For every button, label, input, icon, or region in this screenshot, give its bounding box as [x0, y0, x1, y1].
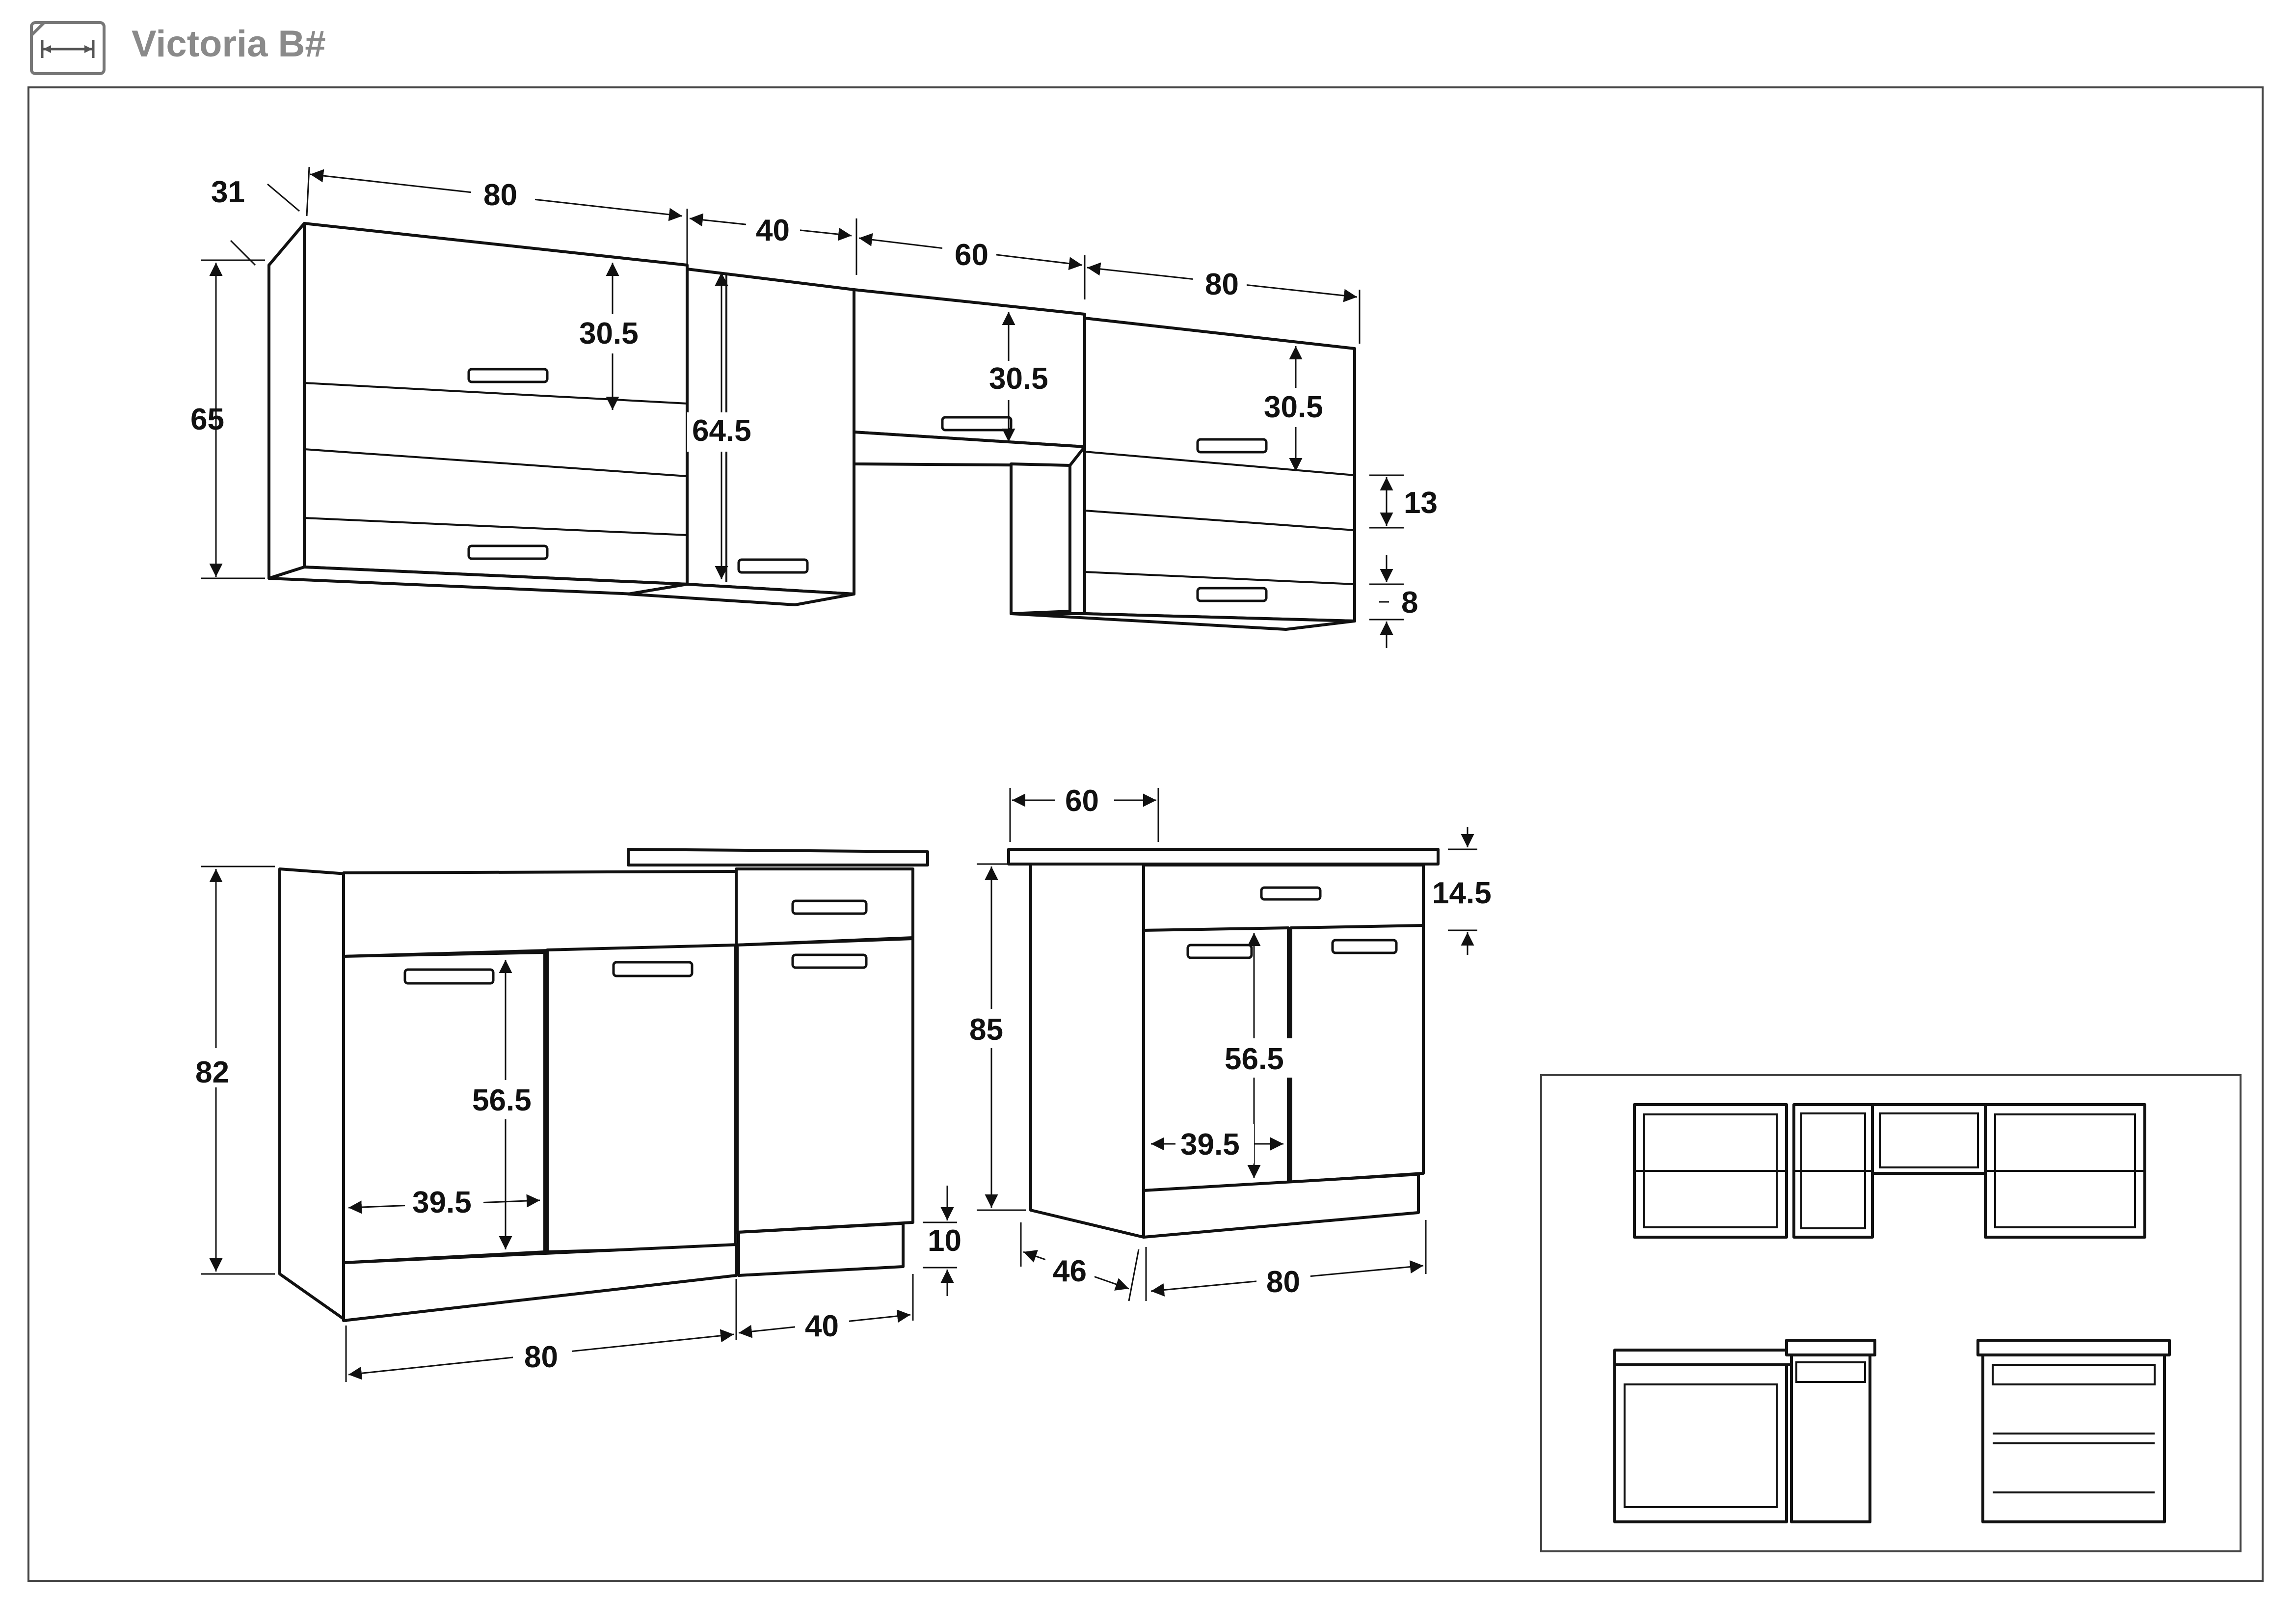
upper-cabinets-open-view	[1633, 1103, 2146, 1239]
drawer-base-door-width-label: 39.5	[1180, 1128, 1240, 1162]
drawer-base-right-door-handle	[1331, 939, 1398, 954]
upper-middle-flap-height-label: 30.5	[989, 362, 1048, 396]
upper-shelf-gap-label: 13	[1404, 486, 1438, 520]
upper-width-4-label: 80	[1205, 268, 1239, 301]
upper-depth-label: 31	[211, 175, 245, 209]
page-title: Victoria B#	[132, 23, 326, 65]
base40-door-handle	[791, 953, 868, 969]
drawer-base-width-label: 80	[1266, 1265, 1300, 1299]
upper-cabinet-60-middle	[853, 288, 1086, 615]
upper-cabinets: 31 65 80 40 60 80 30.5 64.5 30.5 30	[190, 166, 1438, 648]
width-dimension-icon	[30, 21, 106, 75]
upper-bottom-rail-label: 8	[1401, 586, 1418, 620]
drawer-base-left-door-handle	[1186, 944, 1253, 959]
drawer-base-door-height-label: 56.5	[1225, 1042, 1284, 1076]
lower-left-width-1-label: 80	[524, 1340, 558, 1374]
upper-right-flap-handle	[1196, 438, 1268, 454]
upper-left-flap-handle	[467, 368, 549, 383]
upper-height-label: 65	[190, 403, 224, 436]
inset-panel	[1540, 1074, 2242, 1552]
lower-left-width-2-label: 40	[805, 1309, 839, 1343]
upper-left-lower-handle	[467, 544, 549, 560]
lower-left-plinth-label: 10	[928, 1224, 961, 1258]
lower-left-height-label: 82	[195, 1056, 229, 1089]
header: Victoria B#	[0, 0, 2296, 83]
upper-tall-height-label: 64.5	[692, 414, 751, 448]
drawer-base-top-width-label: 60	[1065, 784, 1099, 818]
lower-right-cabinet: 60 85 14.5 56.5 39.5 46 80	[962, 781, 1492, 1301]
drawer-base-open-view	[1976, 1339, 2171, 1523]
dim-line-depth	[230, 240, 256, 266]
upper-right-flap-height-label: 30.5	[1264, 390, 1323, 424]
upper-cabinet-80-left	[267, 222, 689, 595]
upper-middle-handle	[941, 416, 1013, 432]
upper-width-1-label: 80	[483, 178, 517, 212]
drawing-frame	[27, 86, 2264, 1582]
lower-left-cabinets: 82 56.5 39.5 10 80 40	[187, 848, 961, 1382]
drawer-base-depth-label: 46	[1053, 1254, 1087, 1288]
upper-left-flap-height-label: 30.5	[579, 317, 639, 351]
sink-left-door-handle	[403, 968, 495, 985]
sink-right-door-handle	[612, 961, 694, 977]
upper-width-3-label: 60	[955, 238, 988, 272]
upper-tall-handle	[737, 558, 809, 574]
upper-width-2-label: 40	[756, 214, 790, 247]
sink-base-open-view	[1613, 1339, 1876, 1523]
lower-left-door-width-label: 39.5	[412, 1186, 472, 1219]
upper-right-lower-handle	[1196, 587, 1268, 602]
drawer-base-drawer-handle	[1260, 886, 1322, 901]
drawer-base-height-label: 85	[969, 1013, 1003, 1047]
drawer-base-drawer-height-label: 14.5	[1432, 876, 1492, 910]
lower-left-door-height-label: 56.5	[472, 1083, 532, 1117]
base40-drawer-handle	[791, 899, 868, 915]
